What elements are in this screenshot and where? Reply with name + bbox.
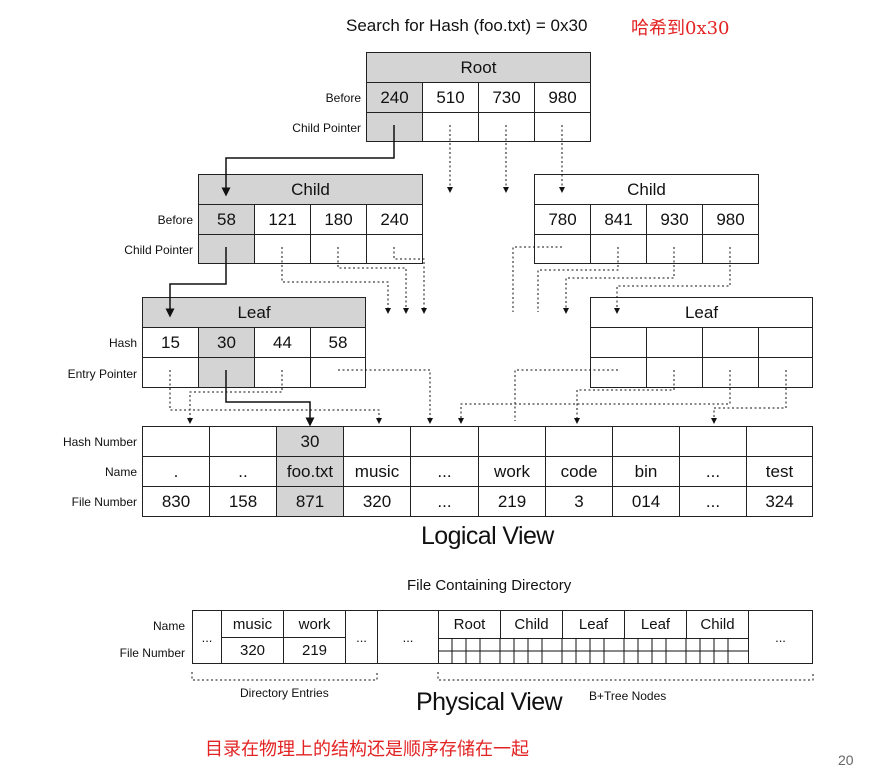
physical-ellipsis-cell: ... (748, 610, 813, 664)
child-before-label: Before (157, 213, 193, 227)
btree-node-child: Child (686, 610, 749, 639)
physical-entry-number: 219 (283, 637, 346, 664)
dir-name-cell: bin (612, 456, 680, 487)
hash-number-label: Hash Number (62, 435, 137, 449)
bottom-chinese-note: 目录在物理上的结构还是顺序存储在一起 (205, 739, 529, 760)
leaf-right-hash-cell (758, 327, 813, 358)
child-left-before-cell: 58 (198, 204, 255, 235)
entry-pointer-label: Entry Pointer (67, 367, 137, 381)
root-before-cell: 510 (422, 82, 479, 113)
hash-label: Hash (108, 336, 137, 350)
dir-name-cell: foo.txt (276, 456, 344, 487)
file-number-label: File Number (71, 495, 137, 509)
logical-view-title: Logical View (421, 522, 554, 550)
dir-filenum-cell: 324 (746, 486, 813, 517)
dir-filenum-cell: ... (410, 486, 479, 517)
dir-hash-cell (343, 426, 411, 457)
root-title: Root (366, 52, 591, 83)
leaf-right-entry-cell (646, 357, 703, 388)
search-title: Search for Hash (foo.txt) = 0x30 (346, 16, 588, 35)
dir-filenum-cell: 219 (478, 486, 546, 517)
leaf-left-hash-cell: 44 (254, 327, 311, 358)
leaf-right-hash-cell (702, 327, 759, 358)
physical-name-label: Name (152, 619, 185, 633)
directory-entries-label: Directory Entries (240, 686, 329, 700)
leaf-left-entry-cell (310, 357, 366, 388)
page-number: 20 (838, 752, 854, 768)
dir-filenum-cell: 158 (209, 486, 277, 517)
leaf-left-hash-cell: 58 (310, 327, 366, 358)
name-label: Name (104, 465, 137, 479)
leaf-right-entry-cell (702, 357, 759, 388)
leaf-right-entry-cell (758, 357, 813, 388)
child-right-before-cell: 780 (534, 204, 591, 235)
dir-hash-cell (612, 426, 680, 457)
dir-name-cell: .. (209, 456, 277, 487)
dir-filenum-cell: 830 (142, 486, 210, 517)
btree-node-leaf: Leaf (562, 610, 625, 639)
child-left-title: Child (198, 174, 423, 205)
dir-filenum-cell: 014 (612, 486, 680, 517)
physical-entry-name: work (283, 610, 346, 638)
leaf-left-hash-cell: 30 (198, 327, 255, 358)
physical-file-number-label: File Number (119, 646, 185, 660)
leaf-left-entry-cell (254, 357, 311, 388)
root-before-cell: 240 (366, 82, 423, 113)
dir-hash-cell (679, 426, 747, 457)
solid-path-child-to-leaf (165, 247, 227, 318)
child-right-before-cell: 841 (590, 204, 647, 235)
child-pointer-label: Child Pointer (124, 243, 193, 257)
child-right-pointer-cell (534, 234, 591, 264)
physical-entry-number: 320 (221, 637, 284, 664)
solid-path-root-to-child (221, 125, 395, 197)
root-child-pointer-label: Child Pointer (292, 121, 361, 135)
child-left-before-cell: 240 (366, 204, 423, 235)
btree-nodes-label: B+Tree Nodes (589, 689, 667, 703)
root-before-label: Before (325, 91, 361, 105)
physical-view-title: Physical View (416, 688, 563, 716)
root-before-cell: 980 (534, 82, 591, 113)
child-left-before-cell: 180 (310, 204, 367, 235)
physical-title: File Containing Directory (407, 577, 572, 594)
dir-hash-cell (545, 426, 613, 457)
dir-filenum-cell: 320 (343, 486, 411, 517)
dir-filenum-cell: ... (679, 486, 747, 517)
dir-filenum-cell: 3 (545, 486, 613, 517)
child-right-before-cell: 930 (646, 204, 703, 235)
physical-ellipsis-cell: ... (345, 610, 378, 664)
leaf-right-entry-cell (590, 357, 647, 388)
dir-hash-cell (478, 426, 546, 457)
top-chinese-note: 哈希到0x30 (631, 18, 730, 39)
solid-path-leaf-to-entry (225, 370, 315, 427)
child-left-before-cell: 121 (254, 204, 311, 235)
root-before-cell: 730 (478, 82, 535, 113)
